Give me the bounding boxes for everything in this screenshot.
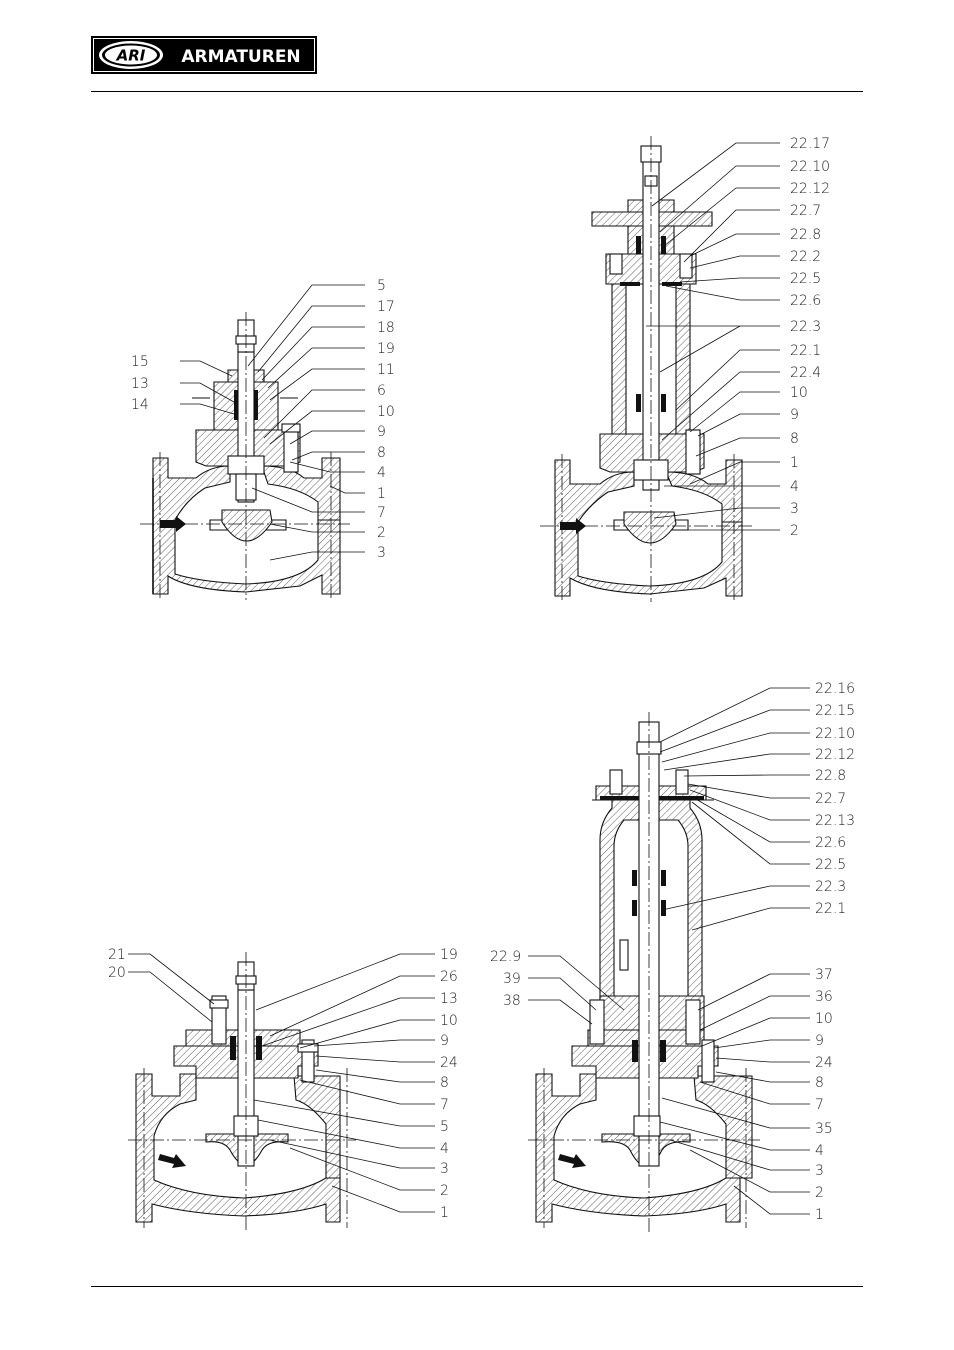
label-22-1: 22.1: [790, 343, 821, 359]
label-22-5d: 22.5: [815, 857, 846, 873]
label-2: 2: [377, 525, 386, 541]
label-13: 13: [131, 376, 149, 392]
label-1d: 1: [815, 1207, 824, 1223]
label-2d: 2: [815, 1185, 824, 1201]
label-22-10: 22.10: [790, 159, 830, 175]
label-36: 36: [815, 989, 833, 1005]
label-17: 17: [377, 299, 395, 315]
label-22-3d: 22.3: [815, 879, 846, 895]
label-7d: 7: [815, 1097, 824, 1113]
label-3c: 3: [440, 1161, 449, 1177]
label-9c: 9: [440, 1033, 449, 1049]
label-8b: 8: [790, 431, 799, 447]
label-9d: 9: [815, 1033, 824, 1049]
label-39: 39: [503, 971, 521, 987]
label-3d: 3: [815, 1163, 824, 1179]
leaders-bottom-left: [128, 954, 435, 1212]
label-35: 35: [815, 1121, 833, 1137]
label-22-3: 22.3: [790, 319, 821, 335]
label-22-15: 22.15: [815, 703, 855, 719]
label-4c: 4: [440, 1141, 449, 1157]
label-19: 19: [377, 341, 395, 357]
label-7c: 7: [440, 1097, 449, 1113]
label-22-17: 22.17: [790, 136, 830, 152]
label-1: 1: [377, 486, 386, 502]
label-22-12: 22.12: [790, 181, 830, 197]
label-13c: 13: [440, 991, 458, 1007]
figure-bottom-left: [128, 952, 356, 1232]
label-22-2: 22.2: [790, 249, 821, 265]
label-8d: 8: [815, 1075, 824, 1091]
label-22-12d: 22.12: [815, 747, 855, 763]
label-6: 6: [377, 383, 386, 399]
label-20: 20: [108, 965, 126, 981]
label-3b: 3: [790, 501, 799, 517]
label-2c: 2: [440, 1183, 449, 1199]
label-22-7d: 22.7: [815, 791, 846, 807]
label-1c: 1: [440, 1205, 449, 1221]
labels-top-right: 22.17 22.10 22.12 22.7 22.8 22.2 22.5 22…: [790, 136, 830, 539]
label-22-13: 22.13: [815, 813, 855, 829]
label-9b: 9: [790, 407, 799, 423]
label-3: 3: [377, 545, 386, 561]
figure-top-left: [140, 312, 350, 600]
label-24: 24: [440, 1055, 458, 1071]
label-22-5: 22.5: [790, 271, 821, 287]
label-10c: 10: [440, 1013, 458, 1029]
label-1b: 1: [790, 455, 799, 471]
label-4: 4: [377, 465, 386, 481]
label-15: 15: [131, 354, 149, 370]
label-8c: 8: [440, 1075, 449, 1091]
labels-bottom-left: 19 26 13 10 9 24 8 7 5 4 3 2 1 21 20: [108, 947, 458, 1221]
label-18: 18: [377, 320, 395, 336]
label-8: 8: [377, 445, 386, 461]
label-22-1d: 22.1: [815, 901, 846, 917]
label-38: 38: [503, 993, 521, 1009]
label-4d: 4: [815, 1143, 824, 1159]
label-19c: 19: [440, 947, 458, 963]
label-5: 5: [377, 278, 386, 294]
label-10d: 10: [815, 1011, 833, 1027]
label-22-8d: 22.8: [815, 768, 846, 784]
label-22-10d: 22.10: [815, 726, 855, 742]
label-10: 10: [377, 404, 395, 420]
label-37: 37: [815, 967, 833, 983]
label-9: 9: [377, 424, 386, 440]
label-14: 14: [131, 397, 149, 413]
label-22-8: 22.8: [790, 227, 821, 243]
label-22-16: 22.16: [815, 681, 855, 697]
label-22-9: 22.9: [490, 949, 521, 965]
label-24d: 24: [815, 1055, 833, 1071]
label-2b: 2: [790, 523, 799, 539]
label-22-6: 22.6: [790, 293, 821, 309]
label-5c: 5: [440, 1119, 449, 1135]
label-22-4: 22.4: [790, 365, 821, 381]
label-4b: 4: [790, 479, 799, 495]
label-11: 11: [377, 362, 395, 378]
label-22-7: 22.7: [790, 203, 821, 219]
label-10b: 10: [790, 385, 808, 401]
label-7: 7: [377, 505, 386, 521]
label-22-6d: 22.6: [815, 835, 846, 851]
label-21: 21: [108, 947, 126, 963]
label-26: 26: [440, 969, 458, 985]
